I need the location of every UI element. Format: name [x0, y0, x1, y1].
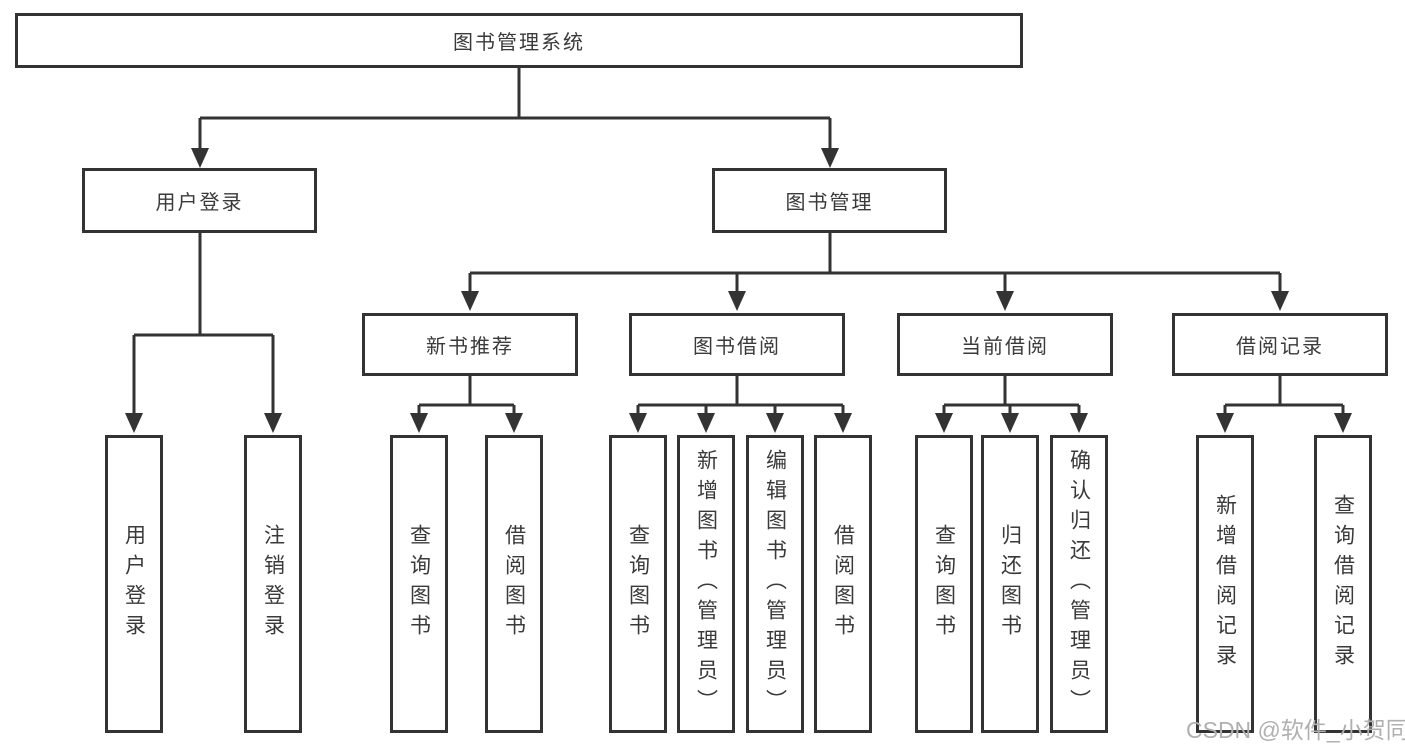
arrowhead	[410, 413, 428, 433]
leaf-logout: 注销登录	[244, 435, 302, 733]
leaf-current-query-books: 查询图书	[915, 435, 973, 733]
node-book-management-label: 图书管理	[785, 192, 874, 214]
connector-bookmgmt-children	[461, 233, 1289, 311]
leaf-add-books-admin: 新增图书（管理员）	[677, 435, 735, 733]
arrowhead	[697, 413, 715, 433]
connector-bookborrow-children	[629, 376, 852, 433]
leaf-edit-books-admin-label: 编辑图书（管理员）	[763, 449, 787, 719]
arrowhead	[1216, 413, 1234, 433]
arrowhead	[505, 413, 523, 433]
node-root-system: 图书管理系统	[15, 13, 1023, 68]
arrowhead	[935, 413, 953, 433]
leaf-borrow-books: 借阅图书	[814, 435, 872, 733]
leaf-confirm-return-admin: 确认归还（管理员）	[1050, 435, 1108, 733]
leaf-add-borrow-record: 新增借阅记录	[1196, 435, 1254, 733]
leaf-user-login: 用户登录	[105, 435, 163, 733]
leaf-return-books: 归还图书	[981, 435, 1039, 733]
leaf-borrow-query-books-label: 查询图书	[626, 524, 650, 644]
arrowhead	[766, 413, 784, 433]
arrowhead	[834, 413, 852, 433]
node-book-borrow-label: 图书借阅	[693, 336, 781, 358]
leaf-user-login-label: 用户登录	[122, 524, 146, 644]
leaf-return-books-label: 归还图书	[998, 524, 1022, 644]
node-current-borrow-label: 当前借阅	[961, 336, 1049, 358]
arrowhead	[191, 148, 209, 168]
leaf-query-borrow-record-label: 查询借阅记录	[1331, 494, 1355, 674]
leaf-newbook-query-books-label: 查询图书	[407, 524, 431, 644]
arrowhead	[125, 413, 143, 433]
node-borrow-record-label: 借阅记录	[1236, 336, 1324, 358]
node-book-management: 图书管理	[712, 168, 947, 233]
node-book-borrow: 图书借阅	[629, 313, 845, 376]
node-new-book-recommend: 新书推荐	[362, 313, 578, 376]
leaf-add-books-admin-label: 新增图书（管理员）	[694, 449, 718, 719]
node-current-borrow: 当前借阅	[897, 313, 1113, 376]
arrowhead	[1070, 413, 1088, 433]
leaf-borrow-books-label: 借阅图书	[831, 524, 855, 644]
arrowhead	[1271, 291, 1289, 311]
connector-userlogin-children	[125, 233, 282, 433]
connector-root-to-level2	[191, 68, 839, 168]
leaf-current-query-books-label: 查询图书	[932, 524, 956, 644]
arrowhead	[821, 148, 839, 168]
connector-newbook-children	[410, 376, 523, 433]
csdn-watermark: CSDN @软件_小贺同学	[1186, 717, 1405, 743]
connector-borrowrecord-children	[1216, 376, 1352, 433]
node-user-login-label: 用户登录	[155, 192, 244, 214]
leaf-borrow-query-books: 查询图书	[609, 435, 667, 733]
leaf-newbook-query-books: 查询图书	[390, 435, 448, 733]
node-root-label: 图书管理系统	[453, 32, 585, 54]
arrowhead	[264, 413, 282, 433]
leaf-newbook-borrow-books-label: 借阅图书	[502, 524, 526, 644]
arrowhead	[1001, 413, 1019, 433]
leaf-confirm-return-admin-label: 确认归还（管理员）	[1067, 449, 1091, 719]
leaf-add-borrow-record-label: 新增借阅记录	[1213, 494, 1237, 674]
arrowhead	[461, 291, 479, 311]
node-borrow-record: 借阅记录	[1172, 313, 1388, 376]
arrowhead	[629, 413, 647, 433]
connector-currentborrow-children	[935, 376, 1088, 433]
leaf-logout-label: 注销登录	[261, 524, 285, 644]
leaf-query-borrow-record: 查询借阅记录	[1314, 435, 1372, 733]
node-user-login: 用户登录	[82, 168, 317, 233]
arrowhead	[1334, 413, 1352, 433]
arrowhead	[996, 291, 1014, 311]
leaf-edit-books-admin: 编辑图书（管理员）	[746, 435, 804, 733]
node-new-book-recommend-label: 新书推荐	[426, 336, 514, 358]
leaf-newbook-borrow-books: 借阅图书	[485, 435, 543, 733]
arrowhead	[728, 291, 746, 311]
